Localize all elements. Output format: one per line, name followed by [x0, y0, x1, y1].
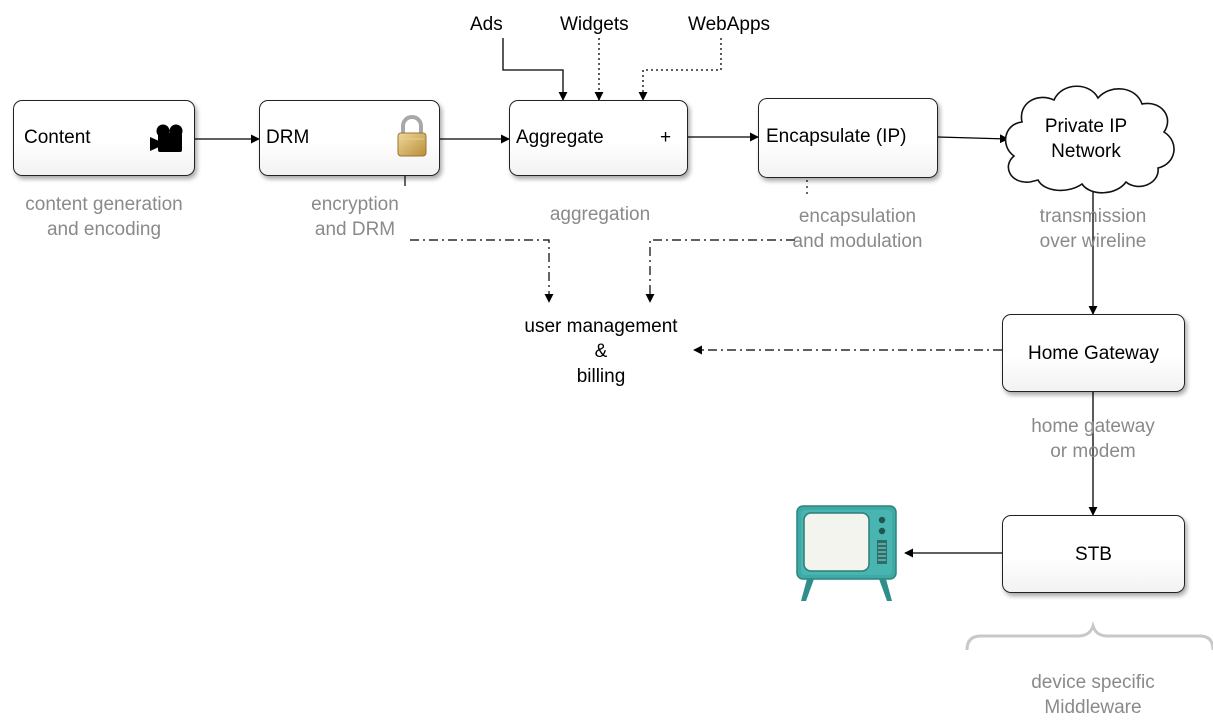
content-caption-line1: content generation: [25, 194, 183, 215]
drm-box-label: DRM: [266, 127, 310, 148]
encapsulation-caption-line1: encapsulation: [798, 206, 917, 227]
padlock-icon: [397, 115, 427, 157]
plus-icon: +: [660, 127, 672, 148]
private-network-line1: Private IP: [1044, 116, 1128, 137]
user-management-line3: billing: [576, 366, 626, 387]
content-caption: content generation and encoding: [0, 192, 208, 242]
arrow-webapps-to-aggregate: [638, 38, 722, 101]
transmission-caption: transmission over wireline: [1015, 204, 1171, 254]
aggregation-caption-line1: aggregation: [549, 204, 651, 225]
content-box: Content: [13, 100, 195, 176]
content-caption-line2: and encoding: [46, 219, 162, 240]
encapsulation-caption-line2: and modulation: [792, 231, 923, 252]
stb-label: STB: [1075, 544, 1112, 565]
drm-caption: encryption and DRM: [280, 192, 430, 242]
drm-caption-line2: and DRM: [314, 219, 396, 240]
drm-caption-line1: encryption: [311, 194, 399, 215]
drm-box: DRM: [259, 100, 440, 176]
transmission-caption-line1: transmission: [1039, 206, 1147, 227]
user-management-line2: &: [594, 341, 608, 362]
gateway-caption-line2: or modem: [1050, 441, 1136, 462]
content-box-label: Content: [24, 127, 91, 148]
aggregate-box: Aggregate +: [509, 100, 688, 176]
encapsulate-box-label: Encapsulate (IP): [766, 126, 907, 147]
home-gateway-box: Home Gateway: [1002, 314, 1185, 392]
private-network-cloud: [1004, 85, 1175, 194]
film-camera-icon: [150, 124, 183, 152]
transmission-caption-line2: over wireline: [1039, 231, 1147, 252]
middleware-caption-line1: device specific: [1031, 672, 1155, 693]
home-gateway-label: Home Gateway: [1028, 343, 1159, 364]
middleware-caption-line2: Middleware: [1044, 697, 1142, 718]
widgets-label: Widgets: [560, 14, 629, 35]
arrow-encapsulate-to-network: [937, 134, 1009, 144]
ads-label: Ads: [470, 14, 503, 35]
aggregation-caption: aggregation: [520, 202, 680, 227]
link-drm-to-user-management: [410, 239, 554, 303]
encapsulate-box: Encapsulate (IP): [758, 98, 938, 178]
encapsulation-caption: encapsulation and modulation: [770, 204, 945, 254]
aggregate-box-label: Aggregate: [516, 127, 604, 148]
arrow-ads-to-aggregate: [502, 38, 568, 101]
gateway-caption: home gateway or modem: [1008, 414, 1178, 464]
user-management-label: user management & billing: [490, 314, 712, 389]
webapps-label: WebApps: [688, 14, 771, 35]
stb-box: STB: [1002, 515, 1185, 593]
private-network-label: Private IP Network: [1005, 114, 1167, 164]
television-icon: [796, 505, 897, 601]
middleware-brace: [965, 620, 1213, 651]
gateway-caption-line1: home gateway: [1031, 416, 1155, 437]
private-network-line2: Network: [1051, 141, 1121, 162]
middleware-caption: device specific Middleware: [1008, 670, 1178, 720]
user-management-line1: user management: [524, 316, 678, 337]
